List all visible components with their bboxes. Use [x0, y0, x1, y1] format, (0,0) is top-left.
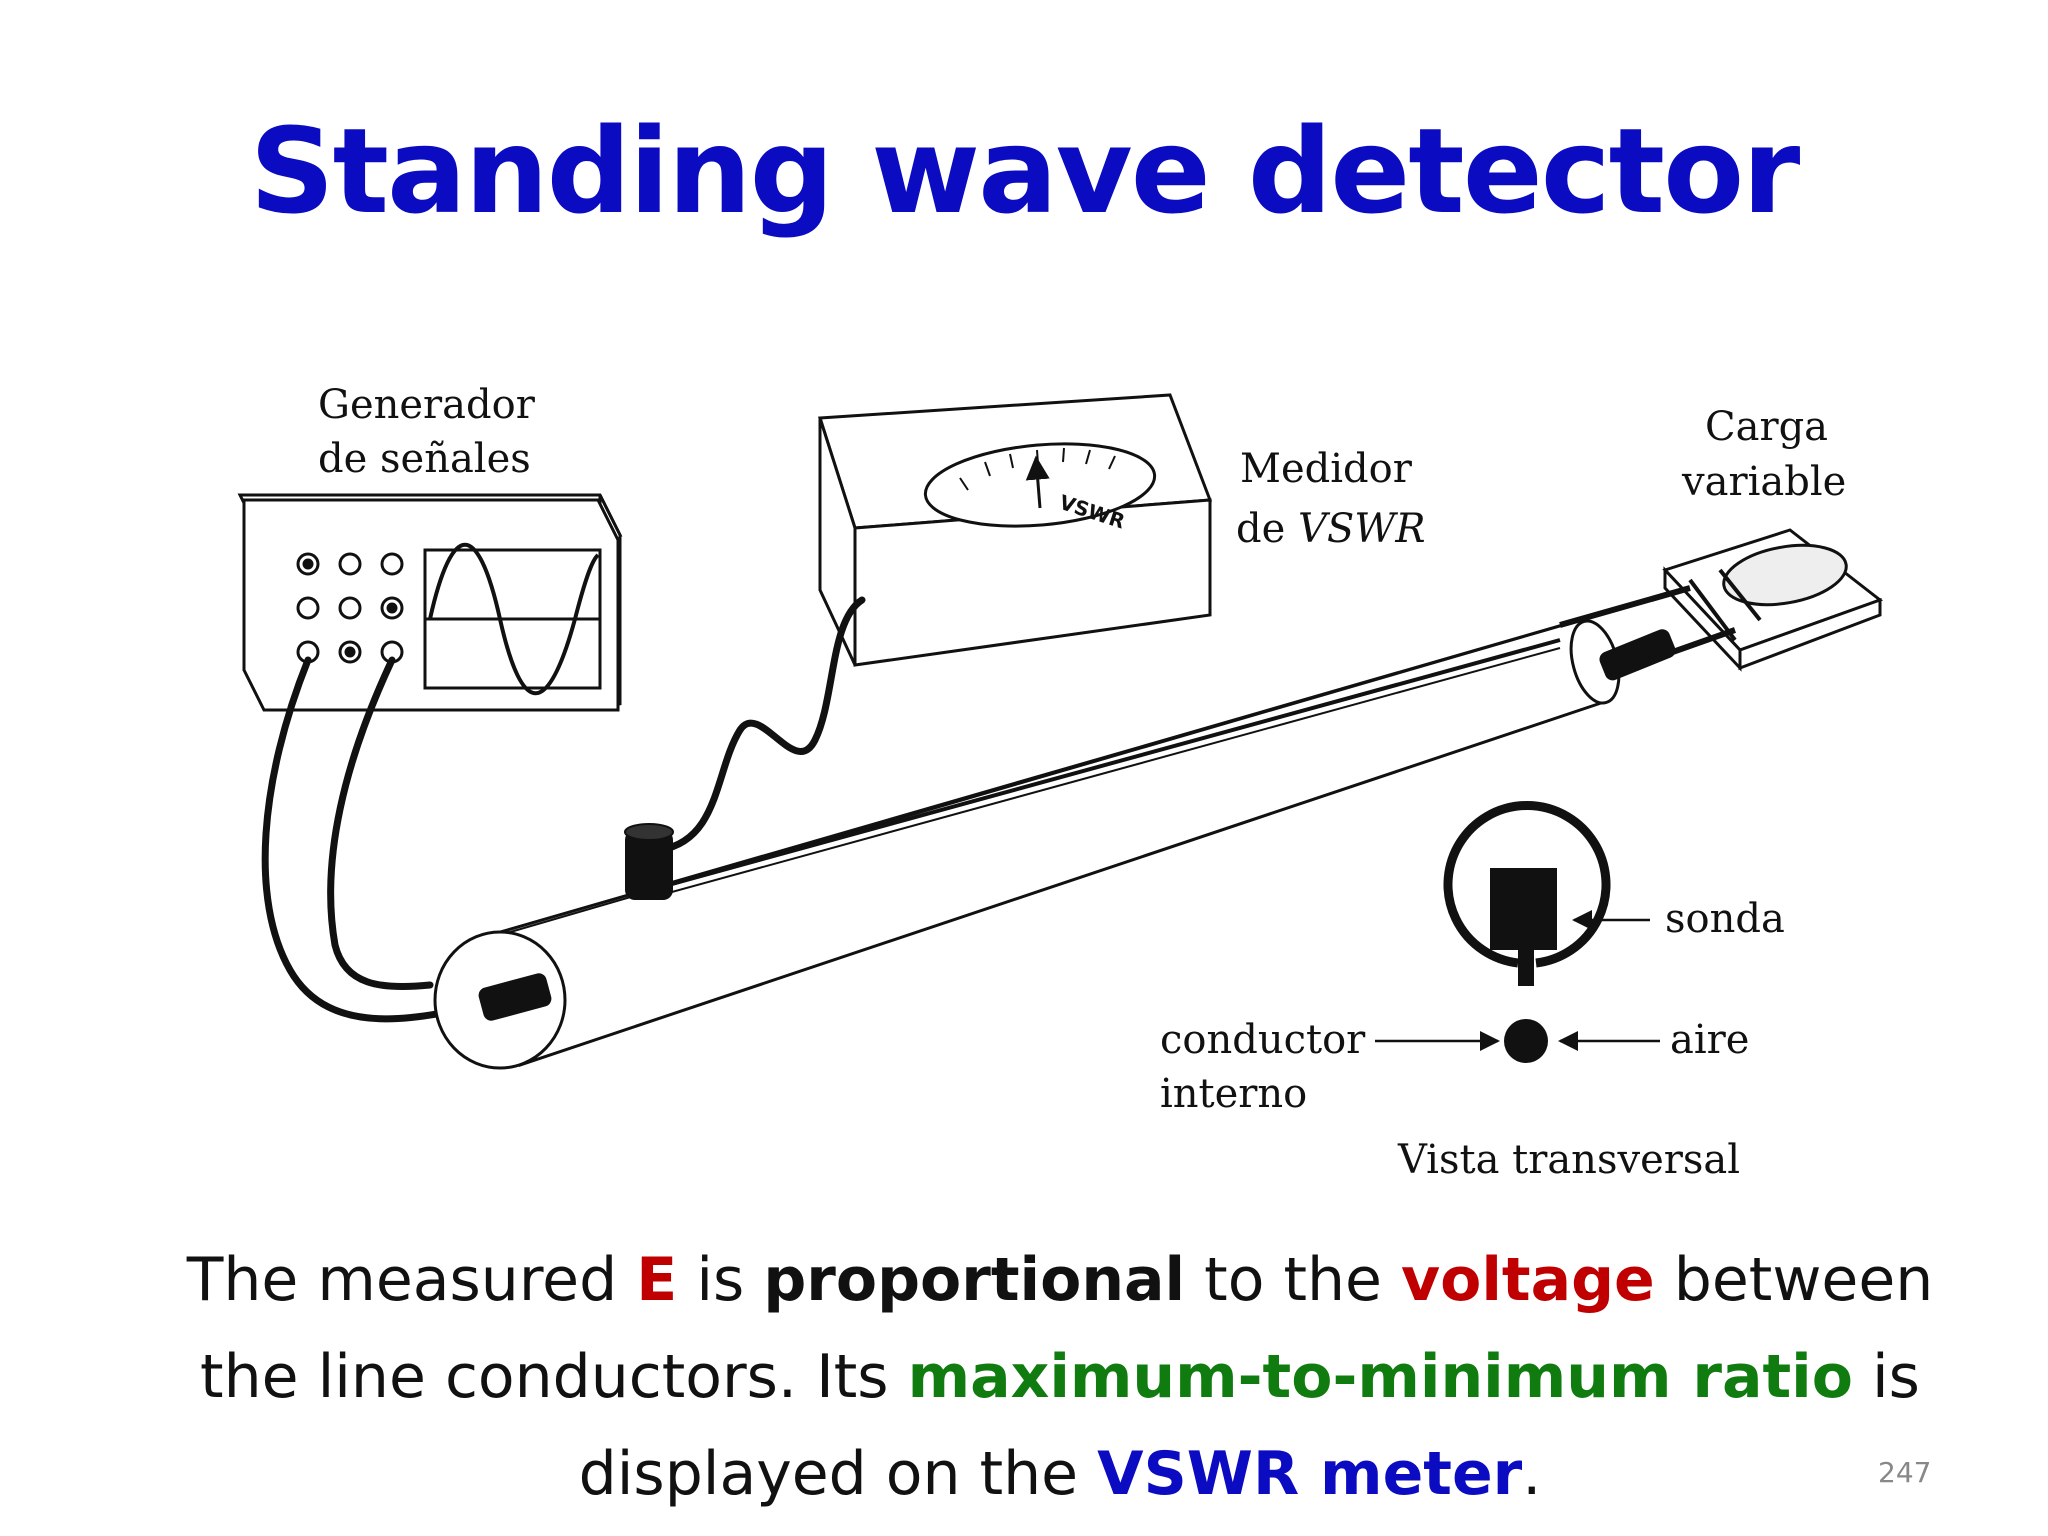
load-label-line2: variable — [1681, 459, 1846, 505]
caption-e: E — [636, 1245, 678, 1315]
vswr-meter — [817, 393, 1213, 667]
meter-label-italic: VSWR — [1298, 506, 1426, 552]
page-number: 247 — [1878, 1456, 1932, 1489]
variable-load — [1662, 528, 1884, 672]
caption-line-1: The measured E is proportional to the vo… — [186, 1245, 1934, 1315]
inner-conductor-label-line1: conductor — [1160, 1017, 1366, 1063]
slotted-line — [433, 618, 1621, 1070]
load-label-line1: Carga — [1705, 404, 1828, 450]
meter-cable — [656, 596, 866, 854]
caption-line-2: the line conductors. Its maximum-to-mini… — [200, 1342, 1920, 1412]
cross-section — [1443, 801, 1611, 1063]
meter-label-prefix: de — [1236, 506, 1298, 552]
caption-line-3: displayed on the VSWR meter. — [578, 1439, 1542, 1509]
load-feed-lines — [1559, 585, 1736, 663]
slide-title: Standing wave detector — [249, 102, 1801, 240]
probe-label: sonda — [1665, 896, 1785, 942]
caption-proportional: proportional — [763, 1245, 1186, 1315]
meter-label-line2: de VSWR — [1236, 506, 1426, 552]
meter-label-line1: Medidor — [1240, 446, 1413, 492]
generator-knobs — [296, 552, 404, 664]
signal-generator — [237, 493, 623, 712]
air-label: aire — [1670, 1017, 1749, 1063]
meter-scale-ticks — [959, 447, 1116, 491]
inner-conductor-label-line2: interno — [1160, 1071, 1307, 1117]
generator-label-line1: Generador — [318, 382, 536, 428]
input-connector — [478, 973, 552, 1021]
caption-voltage: voltage — [1401, 1245, 1655, 1315]
caption-ratio: maximum-to-minimum ratio — [907, 1342, 1853, 1412]
generator-label-line2: de señales — [318, 436, 531, 482]
generator-cables — [261, 656, 504, 1023]
probe-carriage — [624, 823, 674, 900]
caption: The measured E is proportional to the vo… — [120, 1232, 2000, 1523]
output-connector — [1599, 629, 1676, 681]
caption-vswr-meter: VSWR meter — [1097, 1439, 1523, 1509]
cross-section-label: Vista transversal — [1397, 1137, 1740, 1183]
cross-section-arrows — [1375, 910, 1660, 1051]
